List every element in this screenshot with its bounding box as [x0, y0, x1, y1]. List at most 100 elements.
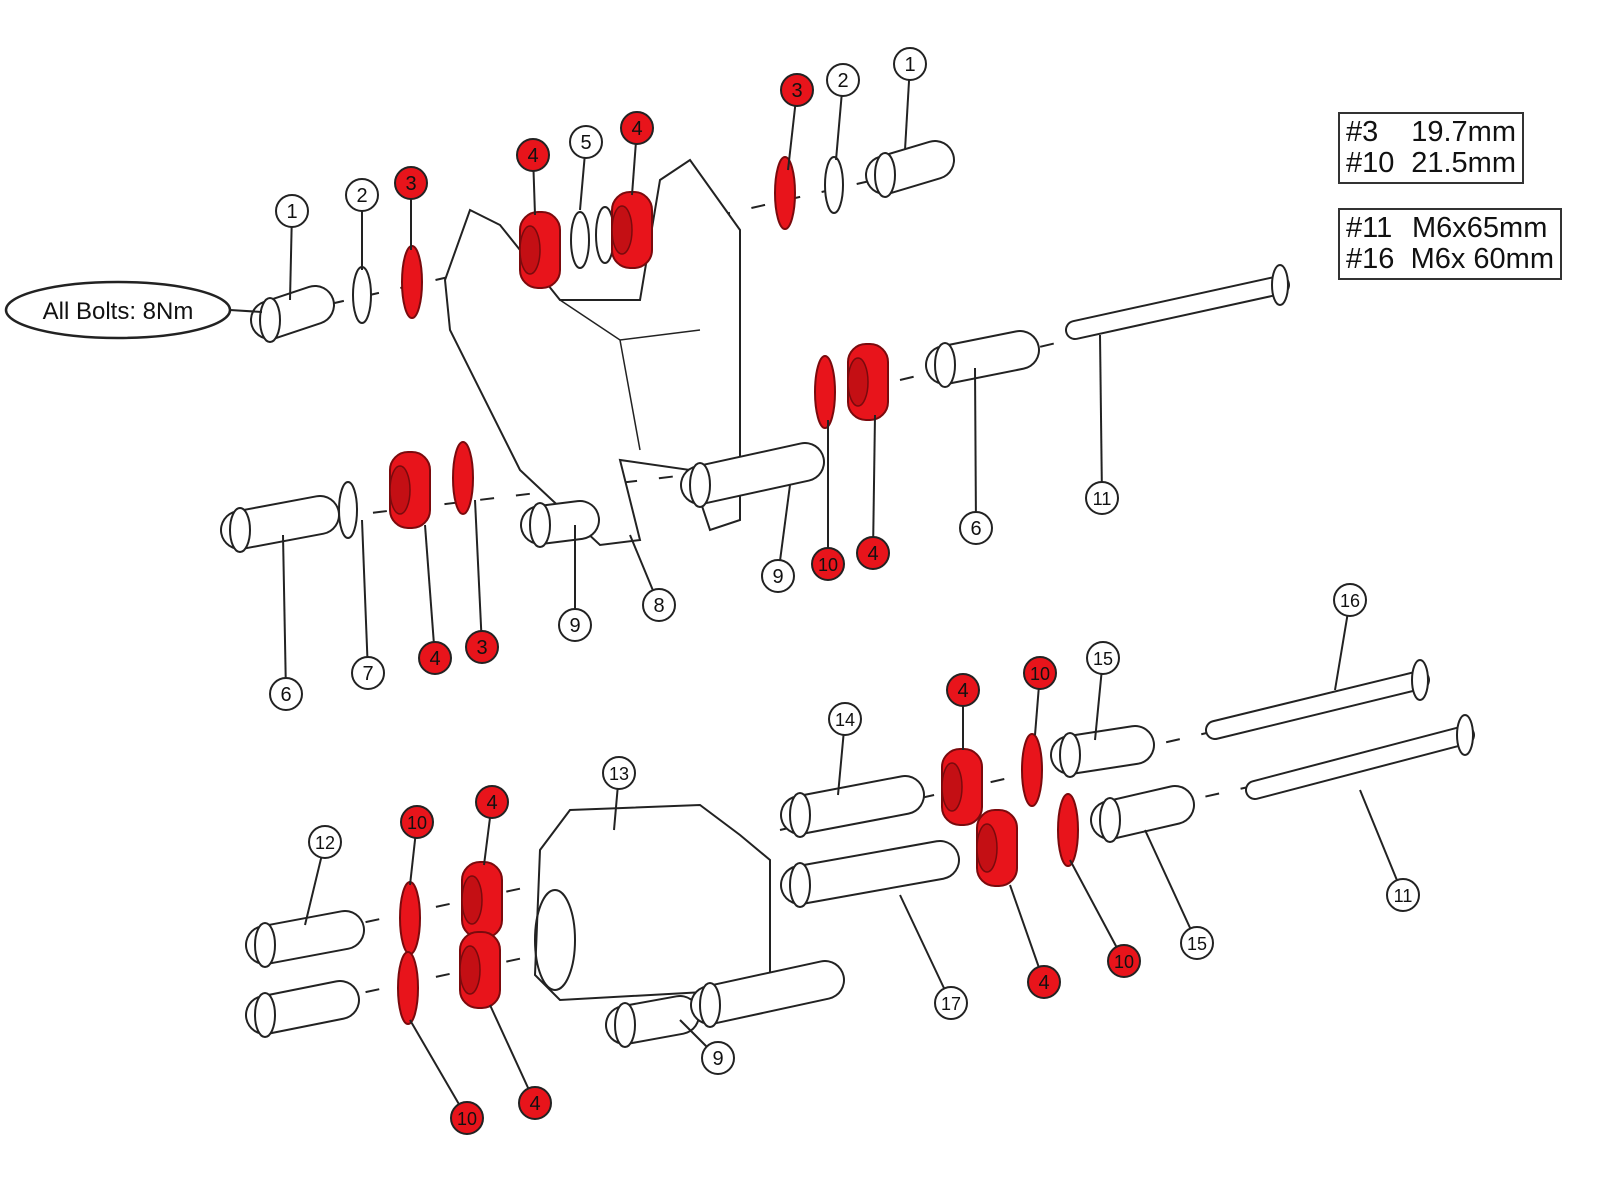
callout-number: 15: [1187, 934, 1207, 954]
bearing-bore: [461, 875, 483, 925]
sleeve: [247, 982, 358, 1033]
callout-number: 3: [476, 637, 487, 659]
callout-circle: [826, 63, 860, 97]
bearing-bore: [611, 205, 633, 255]
callout-number: 10: [457, 1109, 477, 1129]
callout-3: 3: [394, 166, 428, 200]
leader-line: [489, 1004, 536, 1104]
callout-16: 16: [1333, 583, 1367, 617]
callout-number: 4: [529, 1093, 540, 1115]
washer: [824, 156, 844, 214]
callout-number: 11: [1394, 886, 1413, 906]
callout-circle: [701, 1041, 735, 1075]
sleeve: [782, 842, 958, 903]
callout-number: 4: [486, 792, 497, 814]
callout-number: 1: [904, 54, 915, 76]
part-spec: 21.5mm: [1411, 147, 1516, 179]
leader-line: [1099, 334, 1103, 499]
bearing-bore: [459, 945, 481, 995]
callout-number: 3: [791, 80, 802, 102]
callout-circle: [780, 73, 814, 107]
callout-13: 13: [602, 756, 636, 790]
bolt-head: [1456, 714, 1474, 756]
bolt-head: [1271, 264, 1289, 306]
callout-2: 2: [345, 178, 379, 212]
callout-circle: [934, 986, 968, 1020]
sleeve-flange: [529, 502, 551, 548]
callout-6: 6: [959, 511, 993, 545]
leader-line: [974, 367, 977, 529]
callout-circle: [1386, 878, 1420, 912]
part-number: #11: [1346, 212, 1393, 244]
callout-11: 11: [1386, 878, 1420, 912]
sleeve: [692, 962, 843, 1023]
callout-circle: [569, 125, 603, 159]
sleeve-flange: [229, 507, 251, 553]
leader-line: [1069, 859, 1125, 962]
callout-circle: [351, 656, 385, 690]
part-spec: 19.7mm: [1411, 116, 1516, 148]
callout-circle: [959, 511, 993, 545]
callout-number: 15: [1093, 649, 1113, 669]
sleeve-flange: [699, 982, 721, 1028]
callout-number: 12: [315, 833, 335, 853]
spacer: [397, 951, 419, 1025]
leader-line: [424, 524, 436, 659]
callout-15: 15: [1180, 926, 1214, 960]
sleeve-flange: [789, 862, 811, 908]
callout-circle: [1107, 944, 1141, 978]
callout-11: 11: [1085, 481, 1119, 515]
spacer: [452, 441, 474, 515]
callout-circle: [1086, 641, 1120, 675]
callout-circle: [620, 111, 654, 145]
leader-line: [474, 499, 483, 648]
callout-number: 4: [527, 145, 538, 167]
sleeve-flange: [689, 462, 711, 508]
rocker-link-detail: [559, 299, 701, 451]
callout-12: 12: [308, 825, 342, 859]
sleeve: [247, 912, 363, 963]
axis-line: [229, 459, 811, 531]
callout-4: 4: [418, 641, 452, 675]
leader-line: [409, 1019, 468, 1119]
callout-circle: [269, 677, 303, 711]
callout-number: 6: [280, 684, 291, 706]
sleeve-flange: [1099, 797, 1121, 843]
callout-circle: [1180, 926, 1214, 960]
torque-note: All Bolts: 8Nm: [4, 280, 263, 340]
callout-3: 3: [780, 73, 814, 107]
washer: [338, 481, 358, 539]
bearing-bore: [976, 823, 998, 873]
callout-circle: [811, 547, 845, 581]
part-number: #3: [1346, 116, 1379, 148]
bearing-bore: [389, 465, 411, 515]
callout-number: 14: [835, 710, 855, 730]
callout-circle: [1027, 965, 1061, 999]
callout-4: 4: [1027, 965, 1061, 999]
sleeve-flange: [1059, 732, 1081, 778]
callout-number: 9: [712, 1048, 723, 1070]
sleeve: [782, 777, 923, 833]
callout-circle: [518, 1086, 552, 1120]
callout-circle: [394, 166, 428, 200]
callout-number: 2: [356, 185, 367, 207]
sleeve-flange: [874, 152, 896, 198]
callout-10: 10: [400, 805, 434, 839]
callout-number: 4: [429, 648, 440, 670]
callout-number: 10: [407, 813, 427, 833]
callout-4: 4: [518, 1086, 552, 1120]
bearing-bore: [519, 225, 541, 275]
callout-17: 17: [934, 986, 968, 1020]
callout-number: 8: [653, 595, 664, 617]
callout-10: 10: [811, 547, 845, 581]
callout-number: 7: [362, 663, 373, 685]
callout-4: 4: [856, 536, 890, 570]
torque-note-text: All Bolts: 8Nm: [43, 298, 194, 325]
callout-circle: [345, 178, 379, 212]
callout-number: 10: [818, 555, 838, 575]
leader-line: [872, 414, 876, 554]
callout-circle: [856, 536, 890, 570]
